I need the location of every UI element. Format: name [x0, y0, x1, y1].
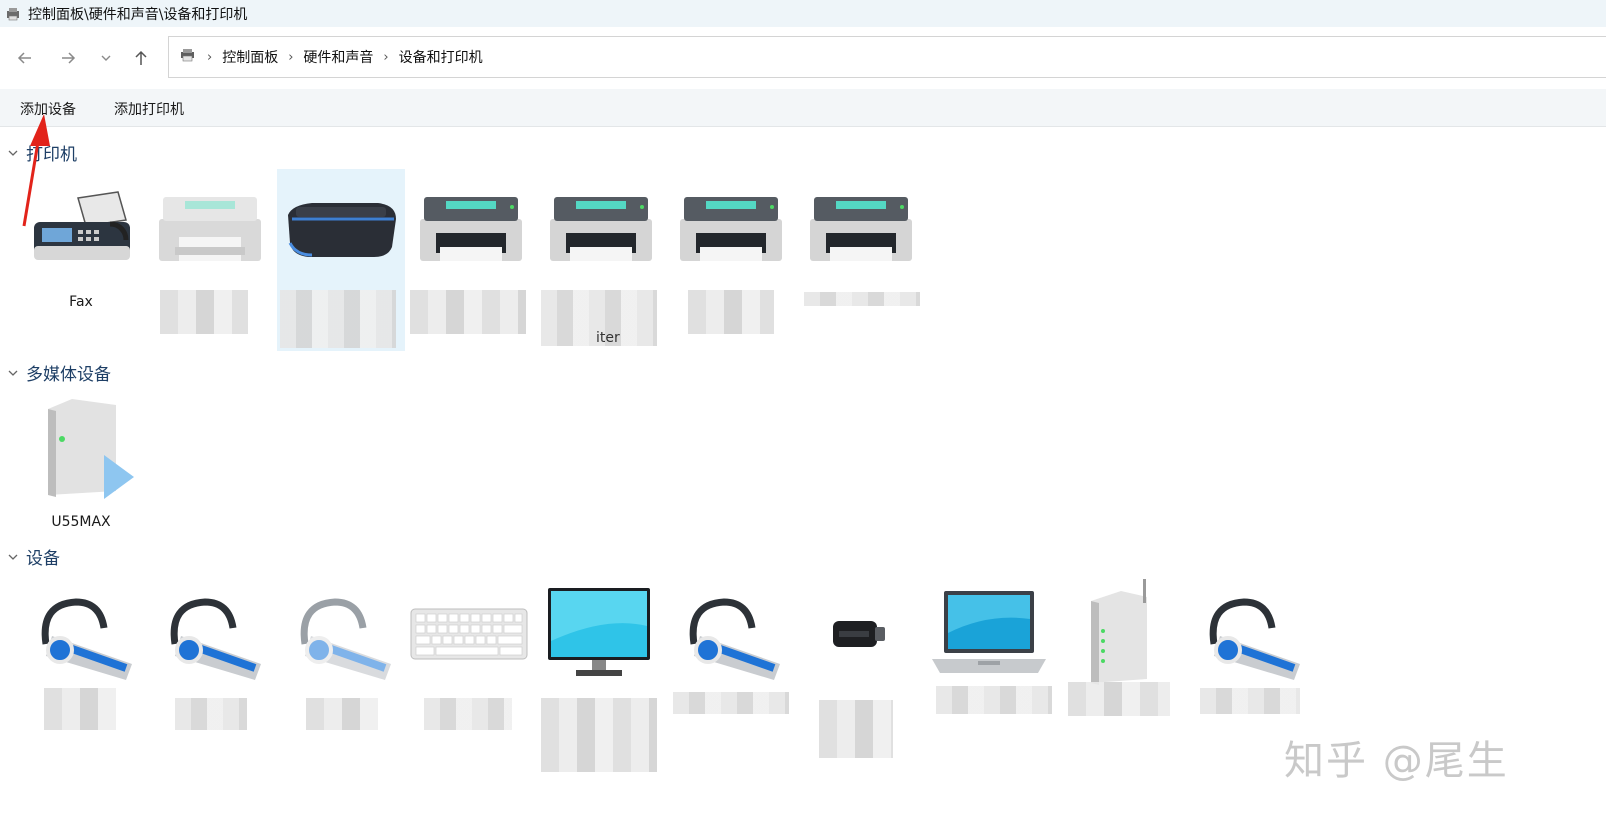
- chevron-down-icon: [6, 146, 20, 160]
- watermark: 知乎 @尾生: [1284, 738, 1509, 784]
- printer-icon: [146, 170, 274, 290]
- device-tile-headset[interactable]: [665, 574, 793, 698]
- printer-icon: [537, 170, 665, 290]
- monitor-icon: [535, 574, 663, 694]
- group-title: 打印机: [26, 145, 77, 165]
- arrow-left-icon: [17, 52, 31, 64]
- headset-icon: [146, 574, 274, 694]
- redacted-label: [936, 686, 1052, 714]
- breadcrumb-devices-printers[interactable]: 设备和打印机: [398, 50, 483, 66]
- group-header-devices[interactable]: 设备: [6, 544, 60, 569]
- chevron-down-icon: [6, 550, 20, 564]
- headset-icon: [276, 574, 404, 694]
- redacted-label: [1068, 682, 1170, 716]
- add-device-button[interactable]: 添加设备: [20, 102, 76, 118]
- redacted-label: [541, 698, 657, 772]
- command-toolbar: 添加设备 添加打印机: [0, 89, 1606, 127]
- breadcrumb-separator: ›: [288, 49, 294, 65]
- breadcrumb-hardware-sound[interactable]: 硬件和声音: [303, 50, 374, 66]
- window-title: 控制面板\硬件和声音\设备和打印机: [28, 6, 248, 23]
- redacted-label: [280, 290, 396, 348]
- redacted-label: [306, 698, 378, 730]
- headset-icon: [17, 574, 145, 694]
- device-tile-headset[interactable]: [17, 574, 145, 698]
- redacted-label: [1200, 688, 1300, 714]
- media-server-icon: [17, 390, 145, 510]
- device-tile-headset[interactable]: [1185, 574, 1313, 698]
- device-tile-usb-receiver[interactable]: [795, 574, 923, 698]
- device-tile-printer[interactable]: [407, 170, 535, 294]
- device-tile-media-server[interactable]: U55MAX: [17, 390, 145, 530]
- device-tile-keyboard[interactable]: [405, 574, 533, 698]
- group-header-printers[interactable]: 打印机: [6, 140, 77, 165]
- device-tile-monitor[interactable]: [535, 574, 663, 698]
- headset-icon: [665, 574, 793, 694]
- device-tile-router[interactable]: [1055, 574, 1183, 698]
- redacted-label: [160, 290, 248, 334]
- up-button[interactable]: [128, 45, 154, 71]
- control-panel-icon: [179, 47, 197, 67]
- address-bar[interactable]: › 控制面板 › 硬件和声音 › 设备和打印机: [168, 36, 1606, 78]
- device-label: Fax: [69, 294, 93, 310]
- printer-icon: [667, 170, 795, 290]
- redacted-label: [410, 290, 526, 334]
- redacted-label: [44, 688, 116, 730]
- breadcrumb-separator: ›: [207, 49, 213, 65]
- redacted-label: [819, 700, 893, 758]
- device-tile-printer[interactable]: [146, 170, 274, 294]
- group-title: 多媒体设备: [26, 365, 111, 385]
- usb-receiver-icon: [795, 574, 923, 694]
- add-printer-button[interactable]: 添加打印机: [114, 102, 184, 118]
- device-tile-fax[interactable]: Fax: [17, 170, 145, 310]
- device-tile-headset[interactable]: [276, 574, 404, 698]
- device-tile-printer[interactable]: [537, 170, 665, 294]
- printer-icon: [277, 169, 405, 289]
- redacted-label: [424, 698, 512, 730]
- label-fragment: iter: [596, 330, 620, 346]
- control-panel-icon: [4, 5, 22, 23]
- navigation-bar: › 控制面板 › 硬件和声音 › 设备和打印机: [0, 27, 1606, 89]
- redacted-label: [688, 290, 774, 334]
- redacted-label: [673, 692, 789, 714]
- breadcrumb-control-panel[interactable]: 控制面板: [222, 50, 279, 66]
- redacted-label: [541, 290, 657, 346]
- printer-icon: [797, 170, 925, 290]
- device-label: U55MAX: [51, 514, 111, 530]
- headset-icon: [1185, 574, 1313, 694]
- title-bar: 控制面板\硬件和声音\设备和打印机: [0, 0, 1606, 27]
- recent-locations-button[interactable]: [93, 45, 119, 71]
- forward-button[interactable]: [55, 45, 81, 71]
- keyboard-icon: [405, 574, 533, 694]
- redacted-label: [804, 292, 920, 306]
- device-tile-laptop[interactable]: [925, 574, 1053, 698]
- chevron-down-icon: [6, 366, 20, 380]
- back-button[interactable]: [12, 45, 38, 71]
- chevron-down-icon: [101, 55, 111, 61]
- router-icon: [1055, 574, 1183, 694]
- breadcrumb-separator: ›: [383, 49, 389, 65]
- printer-icon: [407, 170, 535, 290]
- group-title: 设备: [26, 549, 60, 569]
- arrow-up-icon: [135, 50, 147, 65]
- device-tile-headset[interactable]: [146, 574, 274, 698]
- device-tile-printer[interactable]: [667, 170, 795, 294]
- arrow-right-icon: [62, 52, 76, 64]
- fax-icon: [17, 170, 145, 290]
- group-header-multimedia[interactable]: 多媒体设备: [6, 360, 111, 385]
- laptop-icon: [925, 574, 1053, 694]
- redacted-label: [175, 698, 247, 730]
- device-tile-printer[interactable]: [797, 170, 925, 294]
